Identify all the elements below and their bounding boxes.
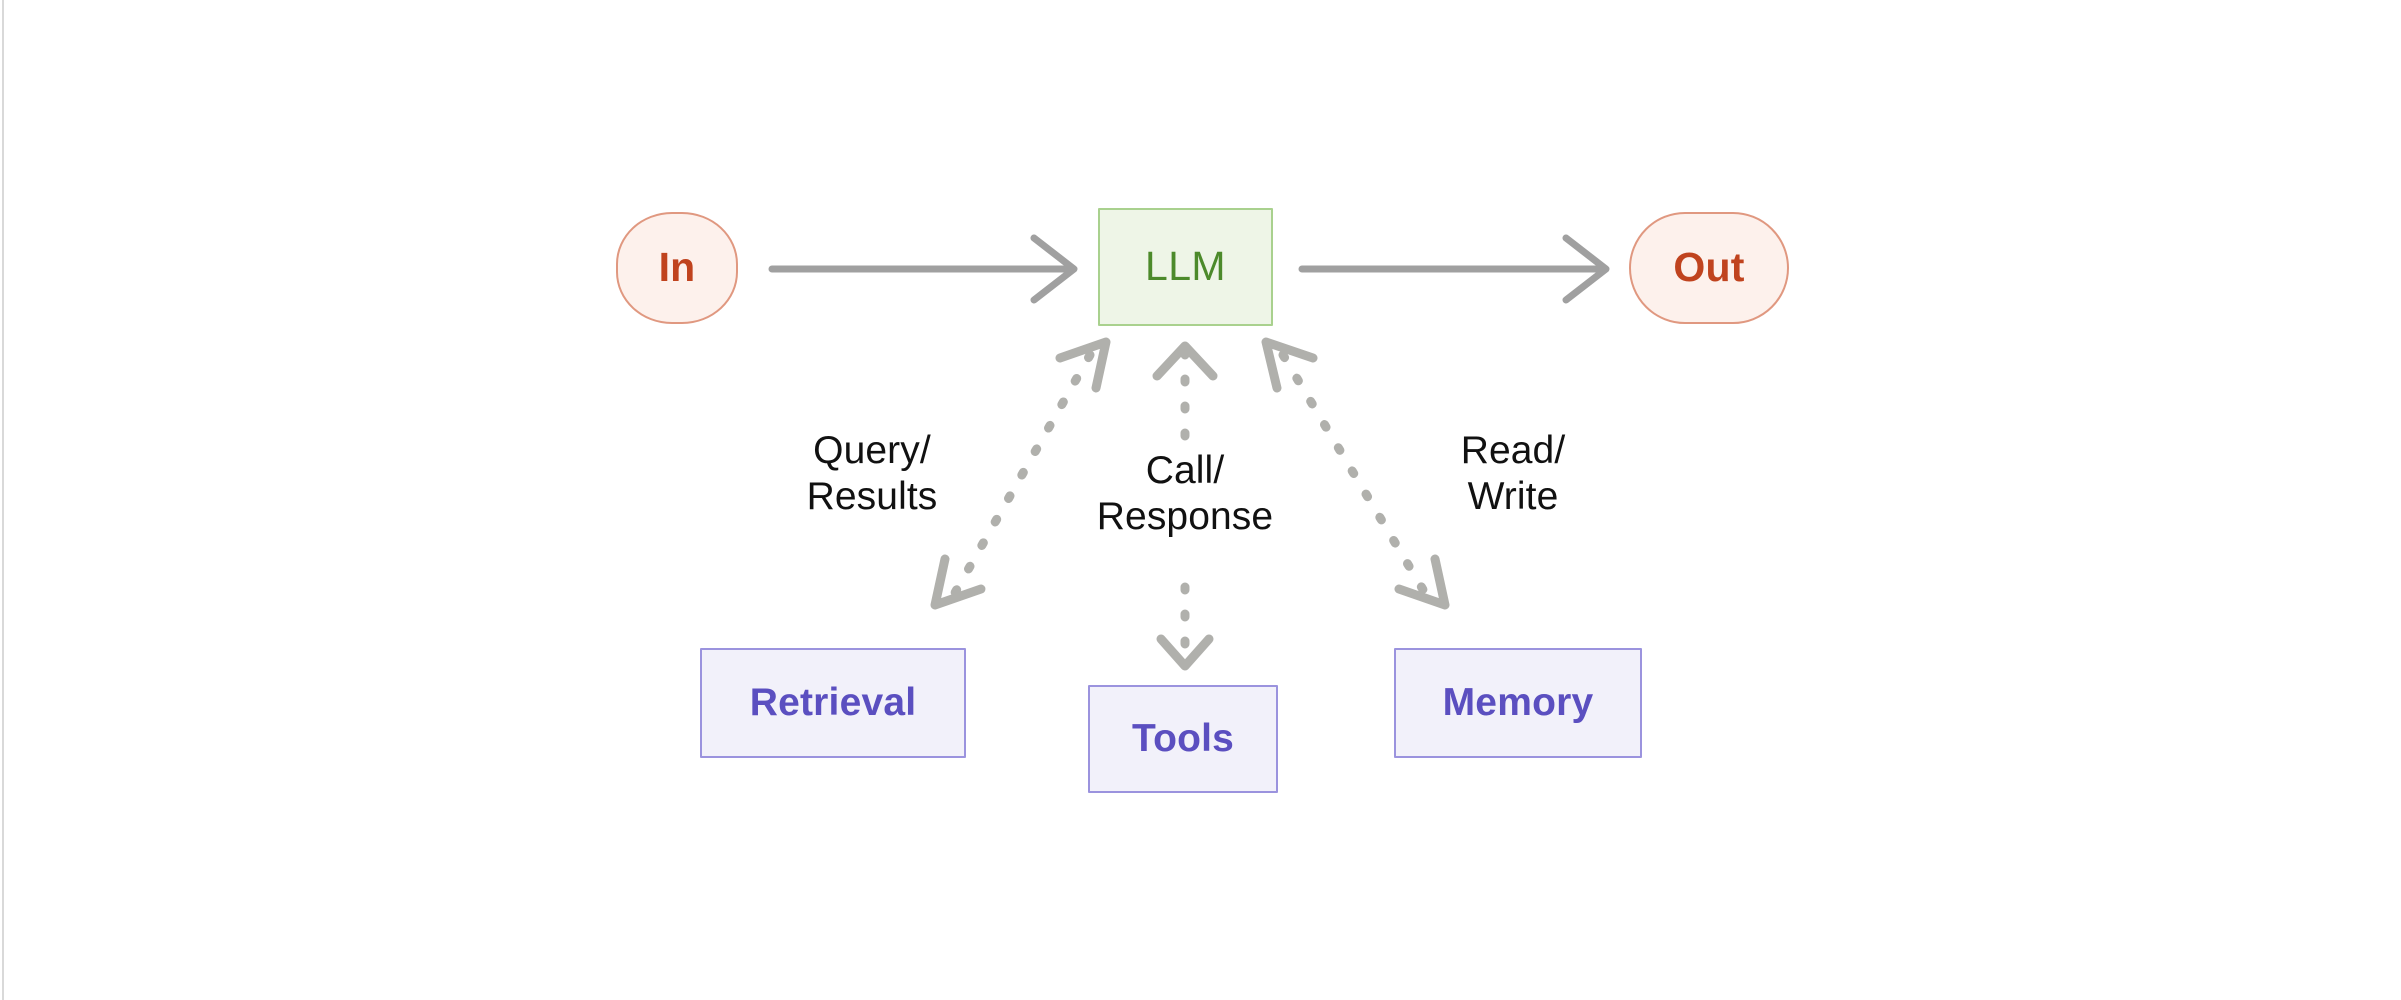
edge-label-query-results: Query/ Results xyxy=(787,428,957,520)
edge-in-to-llm xyxy=(768,234,1078,304)
edge-label-read-write-line1: Read/ xyxy=(1460,429,1566,472)
edge-label-call-response-line2: Response xyxy=(1096,495,1274,539)
node-in-label: In xyxy=(658,244,696,291)
node-in[interactable]: In xyxy=(616,212,738,324)
edge-llm-to-out xyxy=(1298,234,1610,304)
node-out[interactable]: Out xyxy=(1629,212,1789,324)
left-edge-rule xyxy=(2,0,4,1000)
node-memory-label: Memory xyxy=(1442,680,1594,724)
edge-llm-to-memory xyxy=(1261,337,1450,610)
node-llm-label: LLM xyxy=(1145,243,1226,290)
edge-label-call-response: Call/ Response xyxy=(1090,448,1280,540)
node-out-label: Out xyxy=(1673,244,1745,291)
node-retrieval[interactable]: Retrieval xyxy=(700,648,966,758)
node-tools[interactable]: Tools xyxy=(1088,685,1278,793)
node-llm[interactable]: LLM xyxy=(1098,208,1273,326)
edge-label-read-write-line2: Write xyxy=(1467,475,1559,519)
node-tools-label: Tools xyxy=(1131,716,1235,760)
edge-label-query-results-line2: Results xyxy=(806,475,938,519)
edge-llm-to-retrieval xyxy=(930,337,1111,610)
node-memory[interactable]: Memory xyxy=(1394,648,1642,758)
edge-label-read-write: Read/ Write xyxy=(1433,428,1593,520)
edge-label-query-results-line1: Query/ xyxy=(813,429,931,472)
node-retrieval-label: Retrieval xyxy=(749,680,917,724)
edge-llm-to-tools xyxy=(1152,341,1218,671)
edge-label-call-response-line1: Call/ xyxy=(1145,449,1225,492)
